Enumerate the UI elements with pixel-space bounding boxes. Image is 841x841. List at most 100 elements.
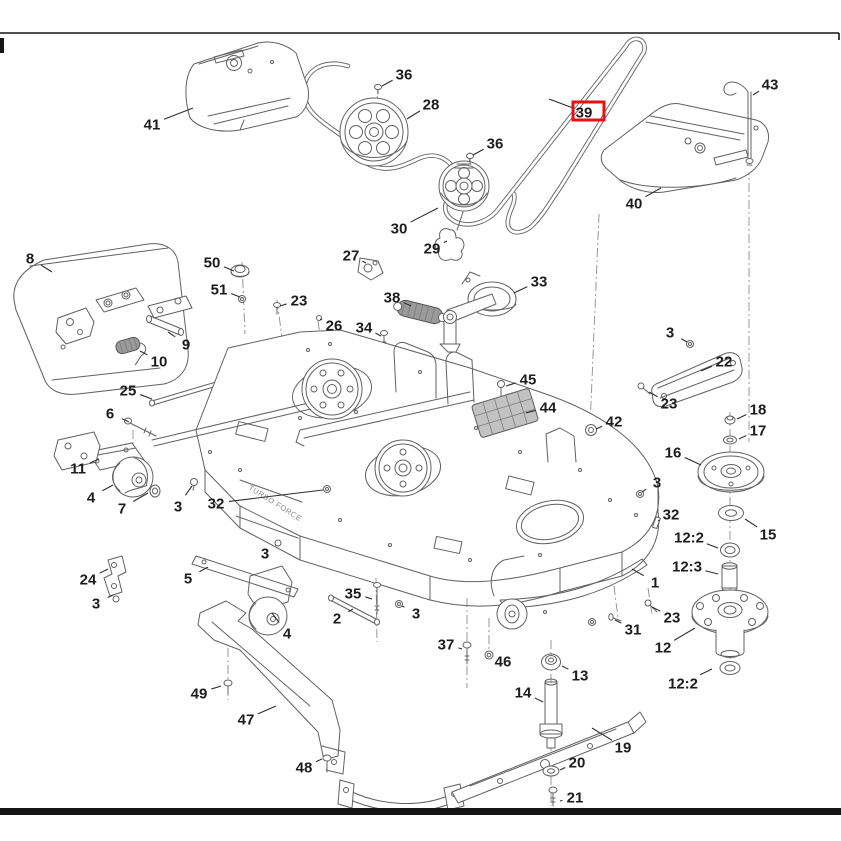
leader-line [744,518,758,528]
callout-8: 8 [26,250,53,273]
leader-line [279,303,287,307]
callout-32: 32 [208,489,324,512]
part-number-13: 13 [572,667,589,684]
part-bearing-12-2-upper [720,542,740,558]
part-nut-50-washer-51 [230,264,250,303]
part-bolt-35 [373,582,381,615]
leader-line [443,240,448,244]
part-bolt-37 [462,641,472,665]
part-washer-17 [723,435,737,445]
callout-43: 43 [752,76,778,96]
part-bolt-49 [223,679,233,695]
part-number-35: 35 [345,585,362,602]
leader-line [657,519,660,522]
part-shaft-14 [539,678,563,749]
part-rod-43 [723,81,754,166]
part-number-12-3: 12:3 [672,558,702,575]
part-pulley-30 [438,160,490,212]
part-number-24: 24 [80,571,97,588]
leader-line [699,668,713,676]
part-number-21: 21 [567,789,584,806]
callout-23: 23 [648,391,677,412]
leader-line [132,492,149,502]
part-keeper-29 [434,211,465,261]
part-number-22: 22 [716,353,733,370]
part-number-6: 6 [106,405,114,422]
part-number-39: 39 [576,104,593,121]
leader-line [99,568,109,574]
part-number-46: 46 [495,653,512,670]
leader-line [315,758,323,763]
part-number-33: 33 [531,273,548,290]
bottom-rule-bar [0,808,841,815]
part-cover-41 [185,41,309,132]
part-number-3: 3 [653,474,661,491]
part-number-4: 4 [283,625,292,642]
bolt-3-right-top [686,340,694,348]
leader-line [163,107,194,120]
part-spacer-12-3 [721,562,738,592]
callout-18: 18 [736,401,767,420]
part-number-49: 49 [191,685,208,702]
leader-line [525,409,536,414]
leader-line [561,665,569,670]
part-deck-body: TURBO FORCE [53,329,660,630]
part-number-32: 32 [208,495,225,512]
part-number-51: 51 [211,281,228,298]
callout-30: 30 [391,207,439,237]
callout-4: 4 [271,612,292,642]
callout-3: 3 [261,544,277,562]
leader-line [738,435,747,440]
leader-line [700,365,713,372]
part-number-14: 14 [515,684,532,701]
leader-line [645,187,662,198]
part-number-31: 31 [625,621,642,638]
callout-19: 19 [591,727,631,756]
part-number-40: 40 [626,195,643,212]
leader-line [121,418,130,423]
part-number-18: 18 [750,401,767,418]
part-latch-brackets [55,287,193,350]
callout-31: 31 [614,619,642,638]
part-bolt-45 [497,380,505,397]
part-number-28: 28 [423,96,440,113]
bolt-23-top [273,302,281,315]
callout-35: 35 [345,585,373,602]
part-washer-42 [585,424,597,436]
leader-line [736,414,747,420]
leader-line [673,627,696,641]
part-pin-32-left [323,485,331,493]
part-number-17: 17 [750,422,767,439]
callout-13: 13 [561,665,589,684]
part-number-2: 2 [333,610,341,627]
leader-line [752,90,760,96]
callout-36: 36 [381,66,412,87]
part-number-11: 11 [70,460,86,477]
callout-38: 38 [384,289,412,307]
part-cover-8 [13,243,189,395]
part-pulley-28 [339,97,409,167]
part-spring-10 [115,336,147,366]
page-frame [0,32,841,815]
callout-5: 5 [184,566,209,587]
part-number-10: 10 [151,353,168,370]
part-rail-5 [191,555,299,598]
part-number-26: 26 [326,317,343,334]
part-idler-arm-33 [439,271,517,353]
leader-line [211,685,222,690]
leader-line [641,488,647,493]
highlight-box-39[interactable] [571,100,606,122]
callout-9: 9 [167,331,190,353]
leader-line [139,394,153,400]
part-number-34: 34 [356,319,373,336]
leader-line [705,570,719,575]
leader-line [548,98,573,108]
part-bolt-21 [548,786,558,807]
part-number-8: 8 [26,250,34,267]
callout-17: 17 [738,422,767,440]
part-number-9: 9 [182,336,190,353]
part-bolt-6 [124,417,157,437]
part-number-1: 1 [651,574,659,591]
part-washer-15 [718,505,744,521]
part-number-44: 44 [540,399,557,416]
